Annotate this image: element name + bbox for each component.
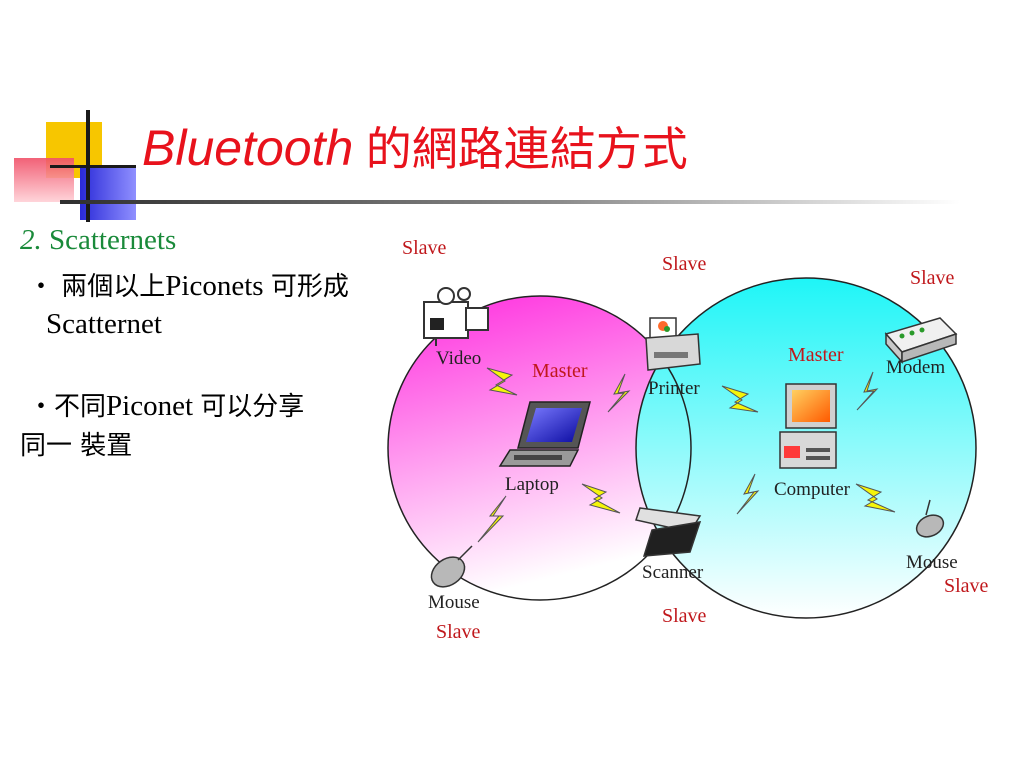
label-computer: Computer [774,479,851,500]
scanner-icon [635,507,702,557]
label-master-right: Master [788,344,844,366]
title-cjk: 的網路連結方式 [365,122,688,176]
label-mouse-right: Mouse [906,552,958,573]
lightning-icon [581,483,621,514]
bullet-2-line-1: ・不同Piconet 可以分享 [28,388,304,425]
label-video: Video [436,348,481,369]
title-latin: Bluetooth [142,120,354,176]
bullet-2-tail: 可以分享 [200,392,305,422]
label-mouse-left: Mouse [428,592,480,613]
label-scanner: Scanner [642,562,704,583]
mouse-right-icon [915,499,945,538]
bullet-1-latin: Piconets [165,270,264,302]
section-title: Scatternets [49,224,177,256]
bullet-1-symbol: ・ [28,272,55,302]
bullet-1-line-2: Scatternet [46,308,162,340]
label-slave-scanner: Slave [662,605,707,627]
printer-icon [645,317,701,371]
label-laptop: Laptop [505,474,559,495]
slide-title: Bluetooth 的網路連結方式 [142,118,688,178]
computer-icon [779,383,837,469]
lightning-icon [721,385,759,413]
bullet-2-latin: Piconet [106,390,194,422]
lightning-icon [856,371,879,411]
label-slave-printer: Slave [662,253,707,275]
lightning-icon [607,373,631,413]
radio-link-bolts [477,367,896,543]
lightning-icon [855,483,896,513]
lightning-icon [477,495,507,543]
label-printer: Printer [648,378,700,399]
deco-horizontal-line [50,165,136,168]
bullet-1-line-1: ・ 兩個以上Piconets 可形成 [28,268,349,305]
bullet-2-symbol: ・ [28,392,55,422]
lightning-icon [486,367,518,396]
laptop-icon [498,401,591,467]
bullet-2-cjk: 不同 [54,392,107,422]
label-slave-modem: Slave [910,267,955,289]
lightning-icon [736,473,760,515]
section-number: 2. [20,224,42,256]
video-camera-icon [423,287,489,346]
label-slave-mouse-left: Slave [436,621,481,643]
mouse-left-icon [430,545,473,588]
bullet-2-line-2: 同一 裝置 [20,431,133,461]
label-modem: Modem [886,357,945,378]
label-master-left: Master [532,360,588,382]
modem-icon [884,317,958,364]
bullet-1-tail: 可形成 [270,272,349,302]
title-underline [60,200,960,204]
bullet-1-cjk: 兩個以上 [61,272,166,302]
label-slave-video: Slave [402,237,447,259]
section-heading: 2. Scatternets [20,224,176,257]
label-slave-mouse-right: Slave [944,575,989,597]
